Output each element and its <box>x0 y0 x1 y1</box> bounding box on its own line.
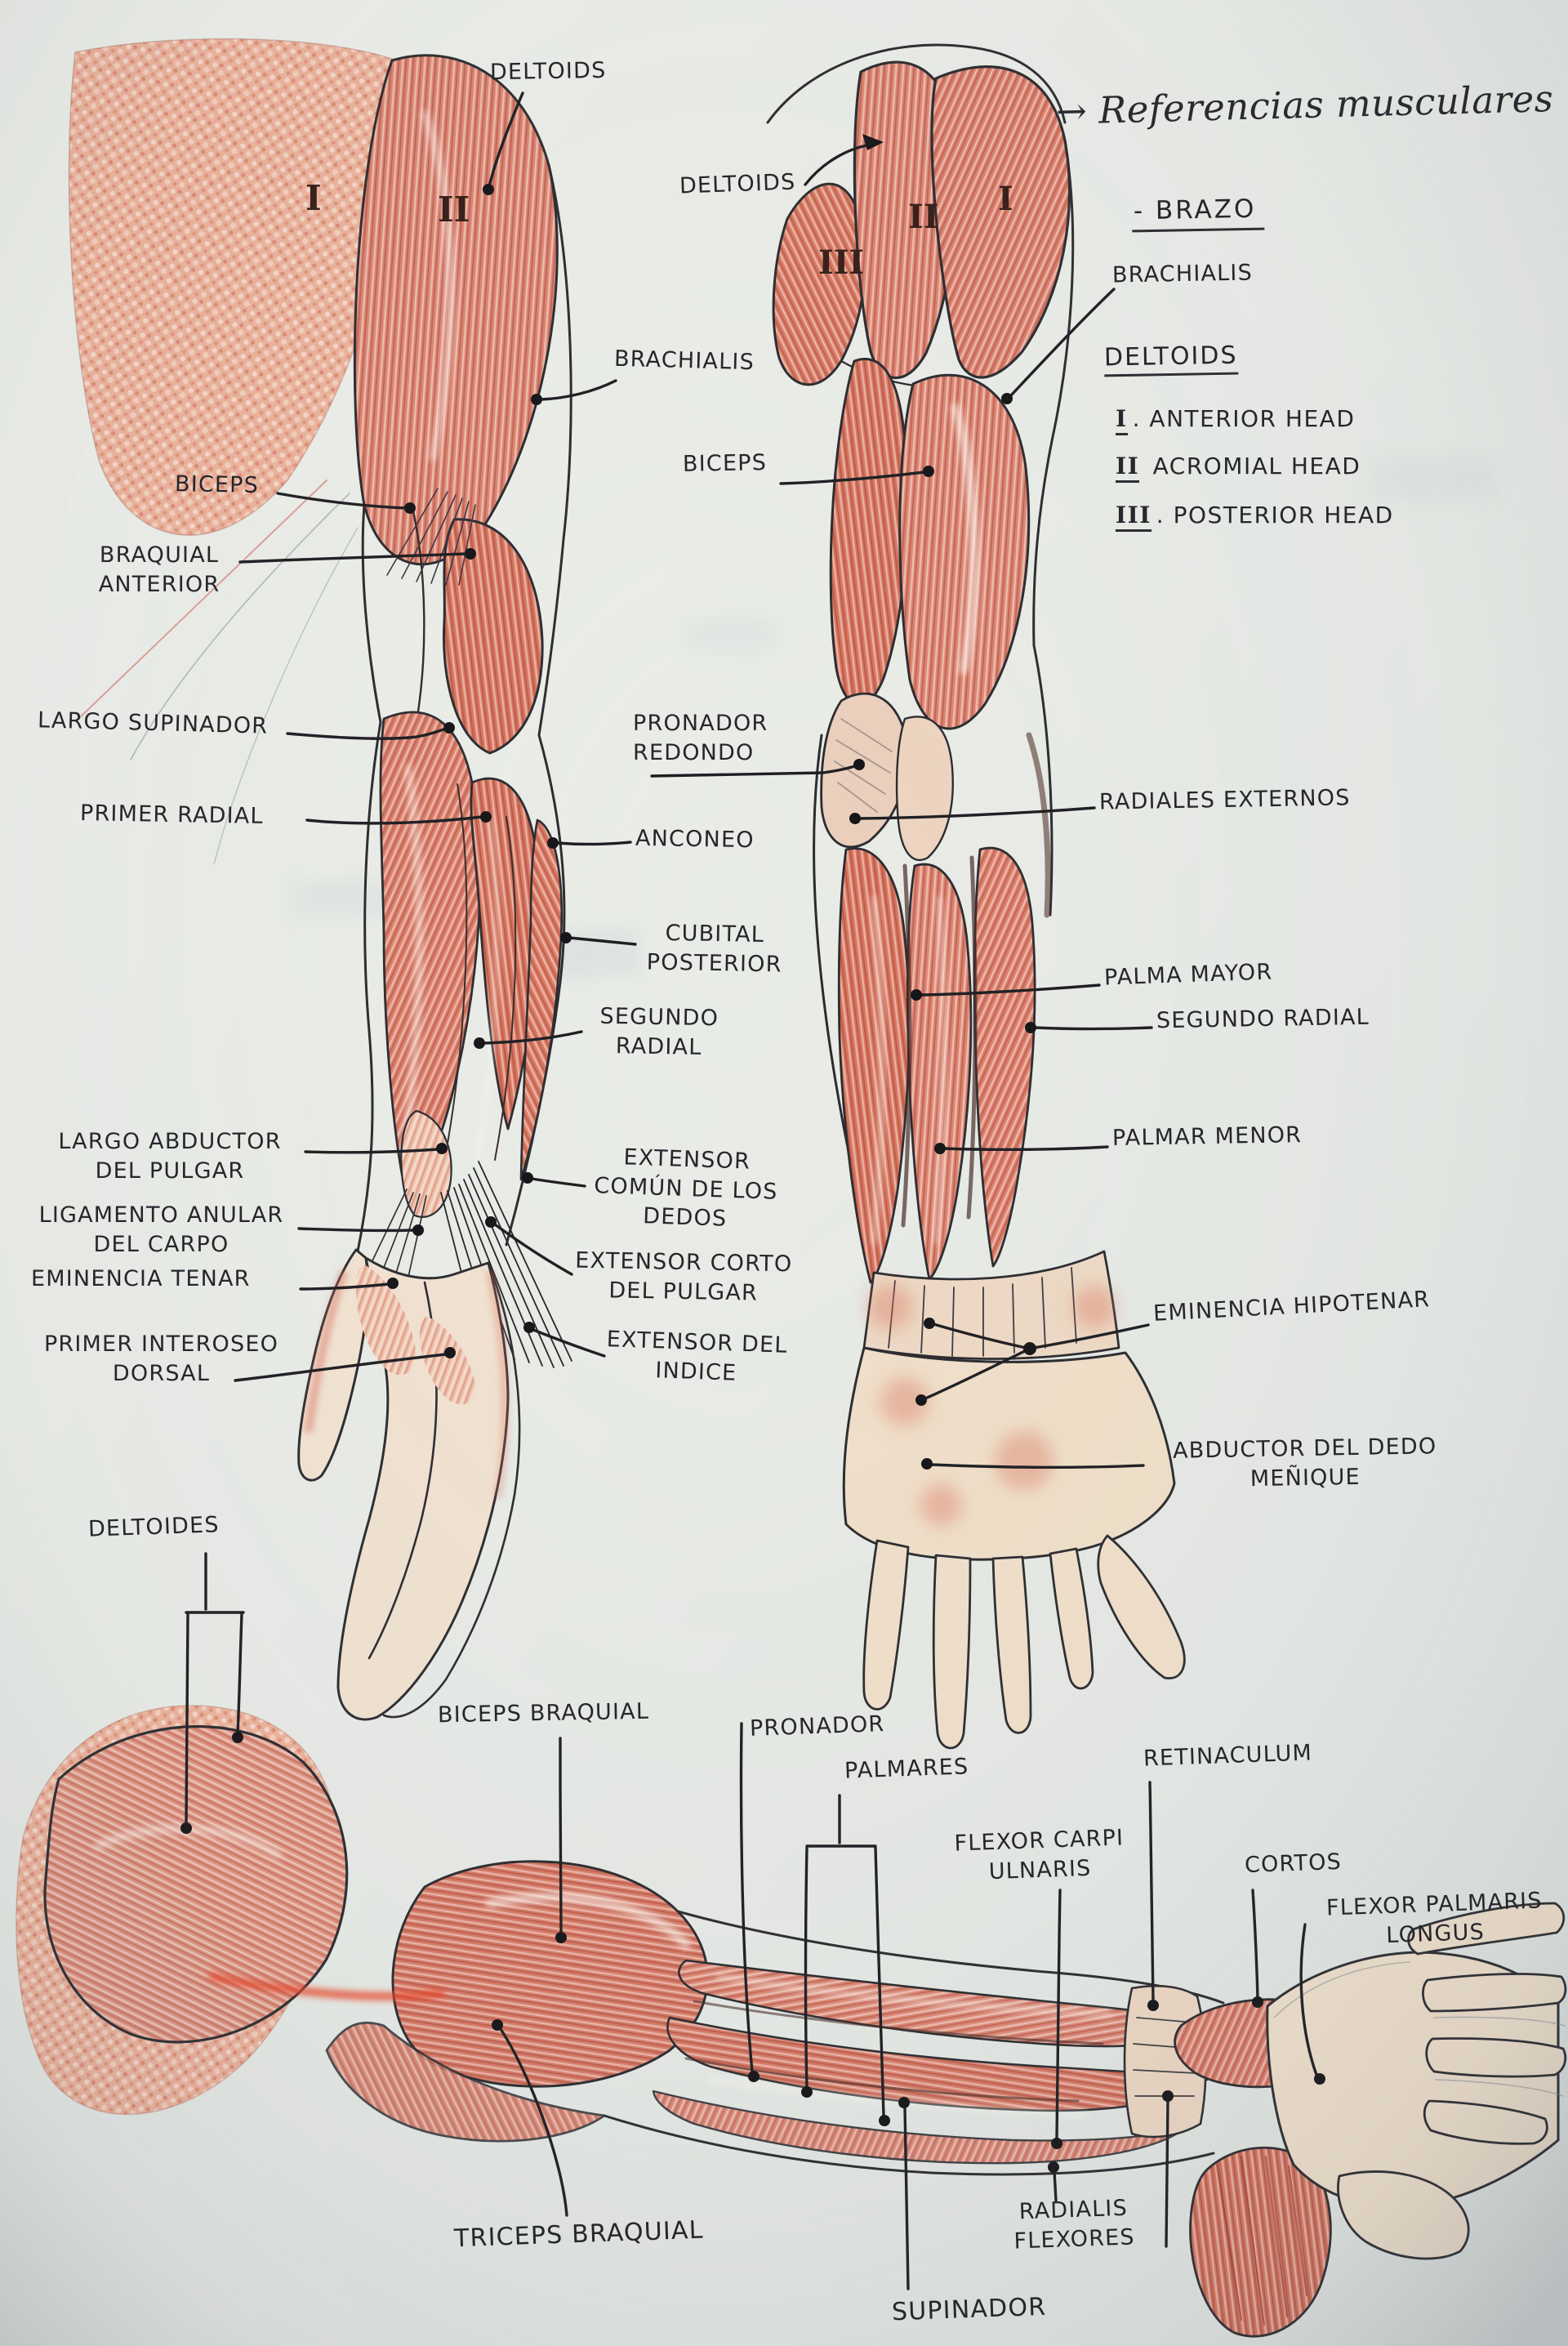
legend-text: . ANTERIOR HEAD <box>1132 405 1356 432</box>
numeral-left-arm-I: I <box>305 178 322 218</box>
label-radialis-flexores: RADIALIS FLEXORES <box>1013 2195 1136 2255</box>
label-segundo-radial-left: SEGUNDO RADIAL <box>599 1003 719 1060</box>
label-radiales-externos: RADIALES EXTERNOS <box>1098 785 1351 815</box>
label-largo-abductor-del-pulgar: LARGO ABDUCTOR DEL PULGAR <box>58 1129 282 1184</box>
legend-text: . POSTERIOR HEAD <box>1156 502 1394 529</box>
label-biceps-left: BICEPS <box>174 471 260 498</box>
label-deltoids-left: DELTOIDS <box>489 57 607 86</box>
legend-text: ACROMIAL HEAD <box>1144 453 1361 479</box>
label-pronador-redondo: PRONADOR REDONDO <box>633 709 768 767</box>
label-brachialis-right: BRACHIALIS <box>1111 260 1254 288</box>
numeral-right-arm-II: II <box>908 198 939 236</box>
label-pronador-bottom: PRONADOR <box>749 1711 885 1742</box>
label-eminencia-tenar: EMINENCIA TENAR <box>31 1266 251 1291</box>
legend-numeral: III <box>1116 502 1152 532</box>
pronador-line2: REDONDO <box>633 739 755 765</box>
label-cortos: CORTOS <box>1244 1849 1343 1879</box>
legend-item-acromial: II ACROMIAL HEAD <box>1116 453 1361 483</box>
label-deltoids-right: DELTOIDS <box>679 169 796 199</box>
numeral-right-arm-I: I <box>998 180 1013 218</box>
legend-item-posterior: III. POSTERIOR HEAD <box>1116 502 1394 532</box>
page-subtitle: - BRAZO <box>1131 194 1265 233</box>
label-flexor-palmaris-longus: FLEXOR PALMARIS LONGUS <box>1325 1888 1544 1948</box>
legend-title: DELTOIDS <box>1104 341 1238 377</box>
label-flexor-carpi-ulnaris: FLEXOR CARPI ULNARIS <box>954 1825 1125 1884</box>
label-cubital-posterior: CUBITAL POSTERIOR <box>646 920 782 978</box>
legend-item-anterior: I. ANTERIOR HEAD <box>1116 405 1356 435</box>
numeral-right-arm-III: III <box>818 243 865 282</box>
label-abductor-del-dedo-menique: ABDUCTOR DEL DEDO MEÑIQUE <box>1172 1434 1437 1492</box>
label-extensor-del-indice: EXTENSOR DEL INDICE <box>606 1327 789 1386</box>
label-biceps-braquial: BICEPS BRAQUIAL <box>437 1698 650 1728</box>
legend-numeral: I <box>1116 405 1128 435</box>
label-braquial-anterior: BRAQUIAL ANTERIOR <box>98 542 220 597</box>
pronador-line1: PRONADOR <box>633 711 768 736</box>
label-primer-radial: PRIMER RADIAL <box>79 801 264 829</box>
label-deltoides-bottom: DELTOIDES <box>87 1512 220 1542</box>
label-primer-interoseo-dorsal: PRIMER INTEROSEO DORSAL <box>43 1331 279 1386</box>
label-supinador: SUPINADOR <box>891 2292 1047 2327</box>
label-largo-supinador: LARGO SUPINADOR <box>37 707 269 739</box>
numeral-left-arm-II: II <box>438 190 470 230</box>
label-segundo-radial-right: SEGUNDO RADIAL <box>1156 1004 1370 1034</box>
label-anconeo: ANCONEO <box>635 825 755 854</box>
label-biceps-right: BICEPS <box>682 450 768 477</box>
label-palma-mayor: PALMA MAYOR <box>1103 959 1273 991</box>
label-extensor-corto-del-pulgar: EXTENSOR CORTO DEL PULGAR <box>575 1247 793 1306</box>
label-brachialis-left: BRACHIALIS <box>613 346 755 376</box>
arrow-icon: → <box>1055 88 1088 133</box>
label-palmar-menor: PALMAR MENOR <box>1111 1122 1303 1152</box>
label-ligamento-anular-del-carpo: LIGAMENTO ANULAR DEL CARPO <box>38 1202 284 1257</box>
label-retinaculum: RETINACULUM <box>1143 1740 1313 1772</box>
label-extensor-comun-de-los-dedos: EXTENSOR COMÚN DE LOS DEDOS <box>593 1144 779 1233</box>
legend-numeral: II <box>1116 453 1140 483</box>
label-palmares: PALMARES <box>844 1754 969 1784</box>
